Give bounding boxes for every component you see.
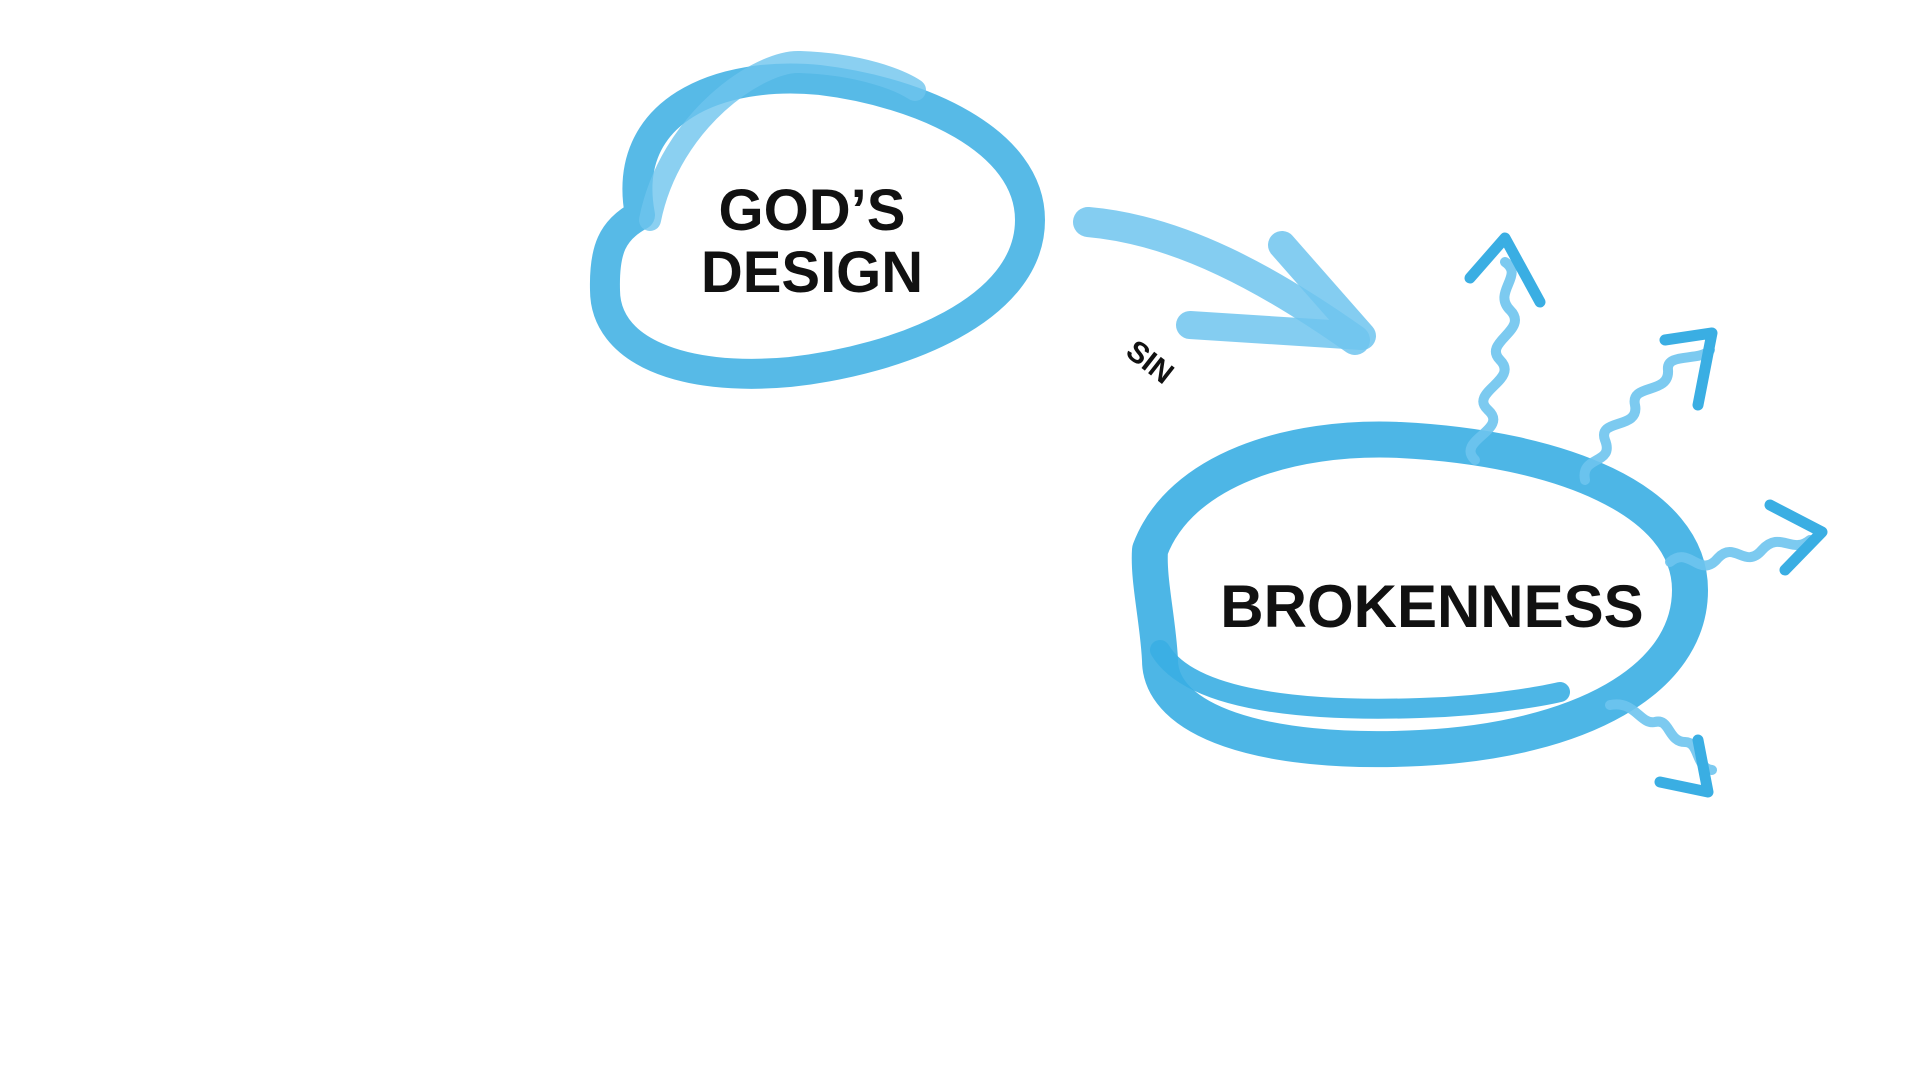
brokenness-brush-ring-inner: [1150, 640, 1570, 719]
arrow-icon: [1176, 231, 1376, 350]
gods-design-node: GOD’S DESIGN: [589, 51, 1045, 389]
squiggle-arrow-icon: [1579, 327, 1718, 485]
sin-label: SIN: [1120, 334, 1180, 391]
gods-design-label-line2: DESIGN: [701, 240, 923, 305]
sin-arrow-shaft: [1073, 207, 1370, 355]
brokenness-node: BROKENNESS: [1131, 421, 1708, 768]
squiggle-arrow-icon: [1605, 699, 1717, 798]
gods-design-label-line1: GOD’S: [719, 178, 906, 243]
radiating-squiggles: [1464, 232, 1828, 798]
squiggle-arrow-icon: [1464, 232, 1546, 465]
squiggle-arrow-icon: [1665, 499, 1828, 576]
sin-edge: SIN: [1073, 207, 1376, 391]
gods-design-brush-ring-overlap: [639, 51, 926, 231]
brokenness-brush-ring: [1131, 421, 1708, 768]
brokenness-label: BROKENNESS: [1220, 573, 1643, 640]
